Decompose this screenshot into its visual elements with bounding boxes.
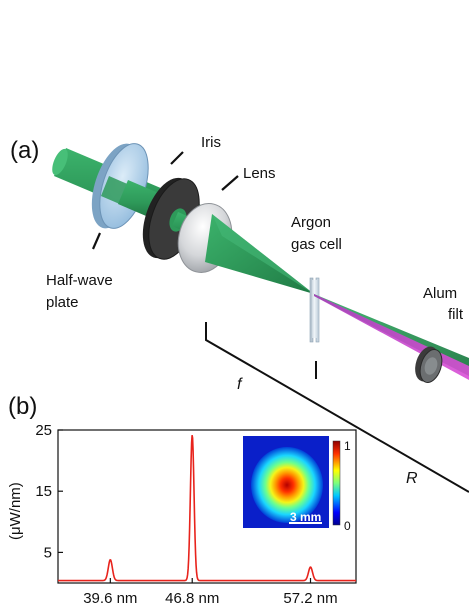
plot-frame [57,429,357,584]
x-tick-label: 57.2 nm [283,590,337,607]
argon-gas-cell [309,277,320,343]
beam-spot [251,447,323,523]
x-ticks: 39.6 nm 46.8 nm 57.2 nm [83,578,338,607]
label-pointers [91,151,239,250]
argon-label-line2: gas cell [291,236,342,253]
aluminum-filter [415,346,443,383]
panel-a-tag: (a) [10,137,39,164]
distance-axis [205,322,469,493]
focusing-cone [205,214,314,294]
alum-label-line1: Alum [423,285,457,302]
argon-label-line1: Argon [291,214,331,231]
y-axis-label: (μW/nm) [7,482,24,540]
y-tick-label: 5 [44,544,52,561]
x-tick-label: 39.6 nm [83,590,137,607]
lens-label: Lens [243,165,276,182]
beam-profile-inset: 3 mm 1 0 [243,436,351,533]
colorbar-min-label: 0 [344,519,351,533]
colorbar-max-label: 1 [344,439,351,453]
x-tick-label: 46.8 nm [165,590,219,607]
spectrum-series-line [58,435,356,582]
y-tick-label: 15 [35,483,52,500]
y-ticks: 5 15 25 [35,422,63,561]
y-tick-label: 25 [35,422,52,439]
panel-a: (a) [10,134,469,493]
panel-b-tag: (b) [8,393,37,420]
halfwave-label-line2: plate [46,294,79,311]
iris-label: Iris [201,134,221,151]
colorbar [332,440,341,526]
alum-label-line2: filt [448,306,464,323]
output-beams [314,294,469,380]
r-label: R [406,470,418,487]
halfwave-label-line1: Half-wave [46,272,113,289]
f-label: f [237,376,243,393]
scale-bar-label: 3 mm [290,510,321,524]
